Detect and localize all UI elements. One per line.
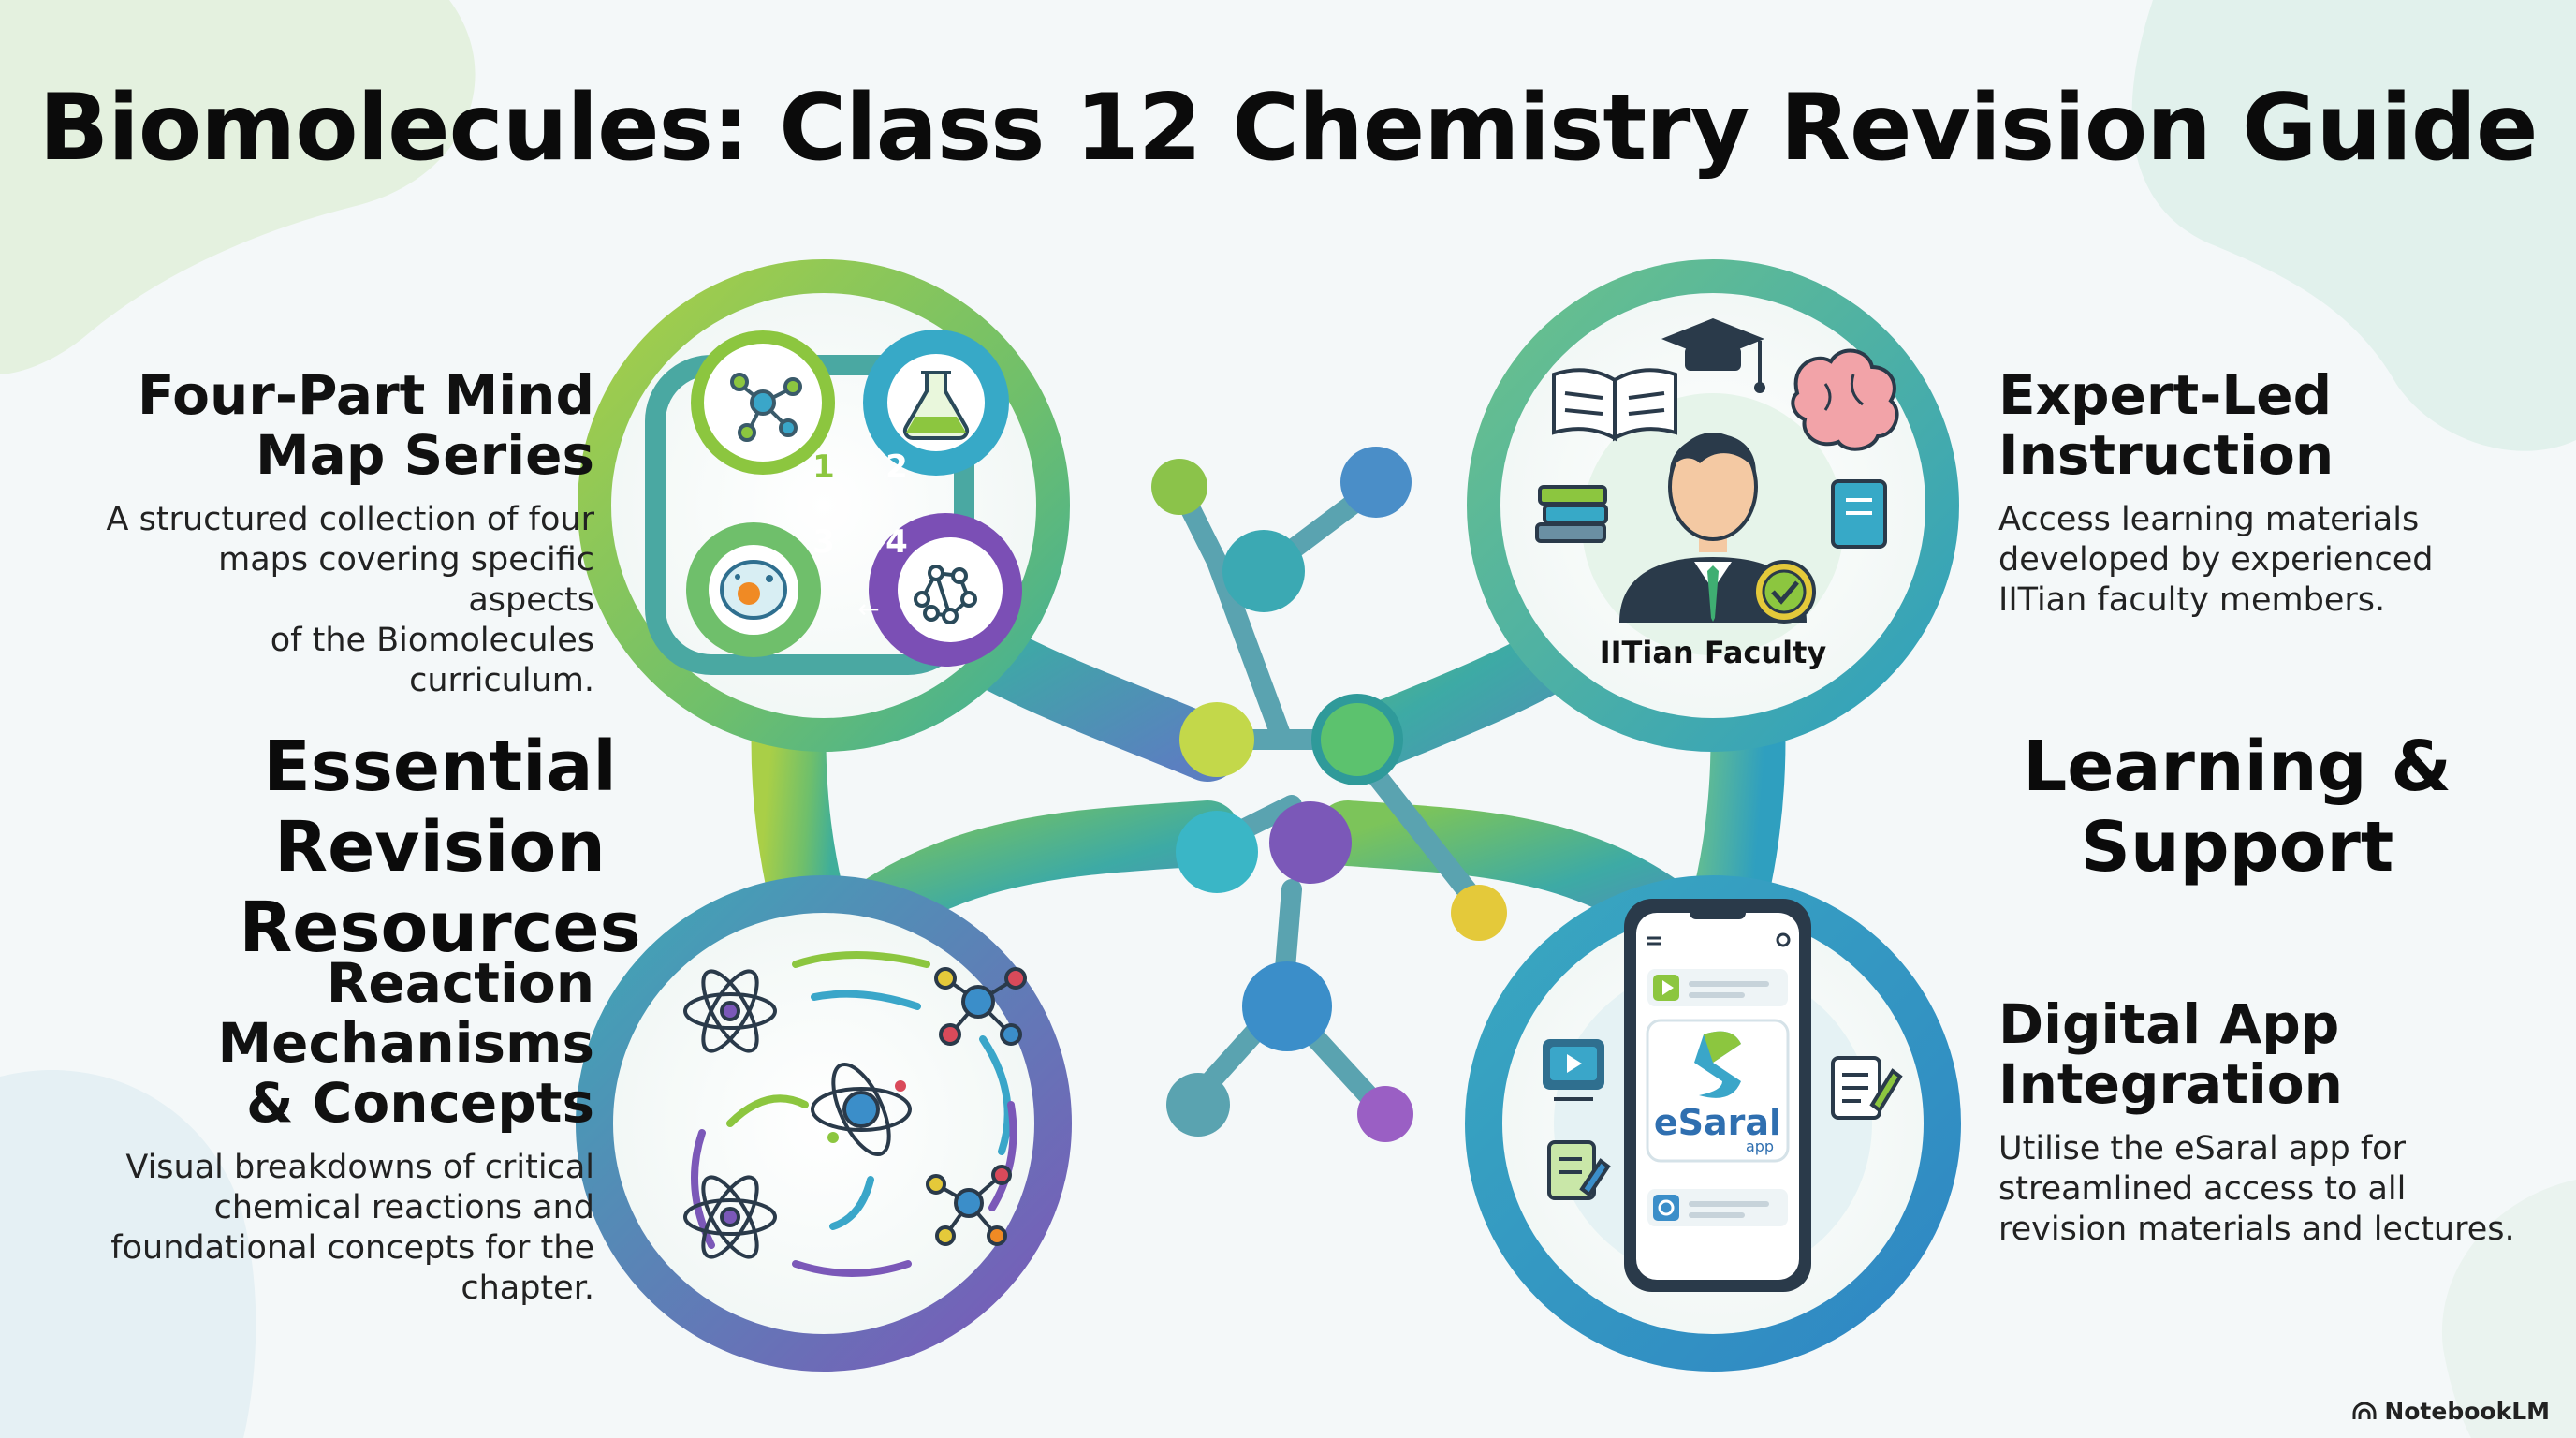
description-line: revision materials and lectures. — [1998, 1211, 2515, 1248]
block-description: Utilise the eSaral app for streamlined a… — [1998, 1129, 2541, 1250]
page-title: Biomolecules: Class 12 Chemistry Revisio… — [38, 75, 2539, 182]
document-edit-icon — [1831, 1056, 1903, 1120]
heading-line: Expert-Led — [1998, 363, 2333, 427]
atom-node — [1311, 694, 1403, 785]
atom-node — [1269, 801, 1352, 884]
description-line: foundational concepts for the — [110, 1229, 594, 1267]
section-heading-left: Essential Revision Resources — [103, 726, 777, 968]
heading-line: Reaction — [326, 951, 594, 1015]
heading-line: Instruction — [1998, 423, 2334, 487]
molecule-icon — [926, 1165, 1012, 1246]
arrow-left-icon: ← — [857, 594, 879, 624]
faculty-circle: IITian Faculty — [1467, 259, 1959, 752]
notebooklm-logo-icon — [2352, 1401, 2377, 1419]
app-logo-sub: app — [1746, 1137, 1774, 1155]
section-heading-line: Essential Revision — [263, 726, 617, 888]
atom-node — [1176, 811, 1258, 893]
bg-blob-bottom-right — [2441, 1180, 2576, 1438]
block-description: Access learning materials developed by e… — [1998, 500, 2523, 621]
description-line: chapter. — [461, 1269, 594, 1307]
central-molecule — [1151, 447, 1507, 1142]
atom-icon — [683, 969, 777, 1053]
atom-node — [1242, 961, 1332, 1051]
app-logo-text: eSaral — [1654, 1102, 1781, 1143]
description-line: A structured collection of four — [106, 501, 594, 538]
atom-node — [1451, 885, 1507, 941]
atom-node — [1357, 1086, 1413, 1142]
atom-icon — [811, 1062, 912, 1157]
mind-map-number: 4 — [886, 523, 908, 561]
description-line: Utilise the eSaral app for — [1998, 1130, 2406, 1167]
bg-blob-top-left — [0, 0, 476, 374]
reactions-circle — [576, 875, 1072, 1372]
atom-icon — [683, 1175, 777, 1259]
atom-node — [1222, 530, 1305, 612]
block-heading: Four-Part Mind Map Series — [94, 365, 594, 485]
heading-line: Map Series — [255, 423, 594, 487]
description-line: chemical reactions and — [213, 1189, 594, 1226]
atom-node — [1151, 459, 1208, 515]
brain-icon — [1791, 348, 1899, 451]
notebooklm-watermark: NotebookLM — [2352, 1398, 2550, 1425]
bg-blob-top-right — [2131, 0, 2576, 451]
graduation-cap-icon — [1661, 318, 1765, 393]
description-line: of the Biomolecules curriculum. — [270, 622, 594, 699]
mind-map-number: 2 — [886, 448, 908, 486]
heading-line: Integration — [1998, 1052, 2343, 1116]
app-circle: eSaral app — [1465, 875, 1961, 1372]
description-line: IITian faculty members. — [1998, 581, 2386, 619]
description-line: Visual breakdowns of critical — [125, 1149, 594, 1186]
atom-node — [1340, 447, 1412, 518]
book-icon — [1552, 368, 1677, 442]
block-heading: Reaction Mechanisms & Concepts — [94, 953, 594, 1133]
network-icon — [914, 565, 977, 624]
description-line: developed by experienced — [1998, 541, 2434, 579]
heading-line: Mechanisms — [217, 1011, 594, 1075]
section-heading-line: Learning & — [2023, 726, 2452, 807]
description-line: Access learning materials — [1998, 501, 2420, 538]
section-heading-line: Support — [2080, 807, 2394, 888]
flask-icon — [902, 371, 970, 441]
reaction-arrows — [691, 951, 1017, 1277]
heading-line: Digital App — [1998, 992, 2340, 1056]
block-heading: Digital App Integration — [1998, 994, 2541, 1114]
mind-map-circle: 1 2 3 4 ← — [578, 259, 1070, 752]
verified-badge-icon — [1752, 560, 1816, 624]
phone-icon: eSaral app — [1624, 899, 1811, 1292]
block-description: A structured collection of four maps cov… — [94, 500, 594, 701]
section-heading-line: Resources — [239, 888, 641, 968]
block-mind-map: Four-Part Mind Map Series A structured c… — [94, 365, 594, 701]
description-line: streamlined access to all — [1998, 1170, 2407, 1208]
watermark-text: NotebookLM — [2384, 1398, 2550, 1425]
block-reactions: Reaction Mechanisms & Concepts Visual br… — [94, 953, 594, 1309]
books-stack-icon — [1535, 485, 1608, 543]
atom-node — [1179, 702, 1254, 777]
molecule-icon — [934, 967, 1027, 1046]
bg-blob-bottom-left — [0, 1070, 256, 1438]
cell-icon — [720, 560, 787, 620]
section-heading-right: Learning & Support — [2012, 726, 2462, 888]
description-line: maps covering specific aspects — [218, 541, 594, 619]
faculty-label: IITian Faculty — [1600, 635, 1827, 670]
video-icon — [1543, 1039, 1604, 1101]
notes-icon — [1547, 1140, 1611, 1200]
molecule-icon — [730, 373, 802, 442]
block-heading: Expert-Led Instruction — [1998, 365, 2523, 485]
atom-node — [1166, 1073, 1230, 1137]
mind-map-number: 1 — [812, 448, 835, 486]
block-app: Digital App Integration Utilise the eSar… — [1998, 994, 2541, 1250]
heading-line: & Concepts — [246, 1071, 594, 1135]
block-expert: Expert-Led Instruction Access learning m… — [1998, 365, 2523, 621]
notebook-icon — [1831, 479, 1887, 549]
mind-map-number: 3 — [812, 523, 835, 561]
block-description: Visual breakdowns of critical chemical r… — [94, 1148, 594, 1309]
heading-line: Four-Part Mind — [137, 363, 594, 427]
